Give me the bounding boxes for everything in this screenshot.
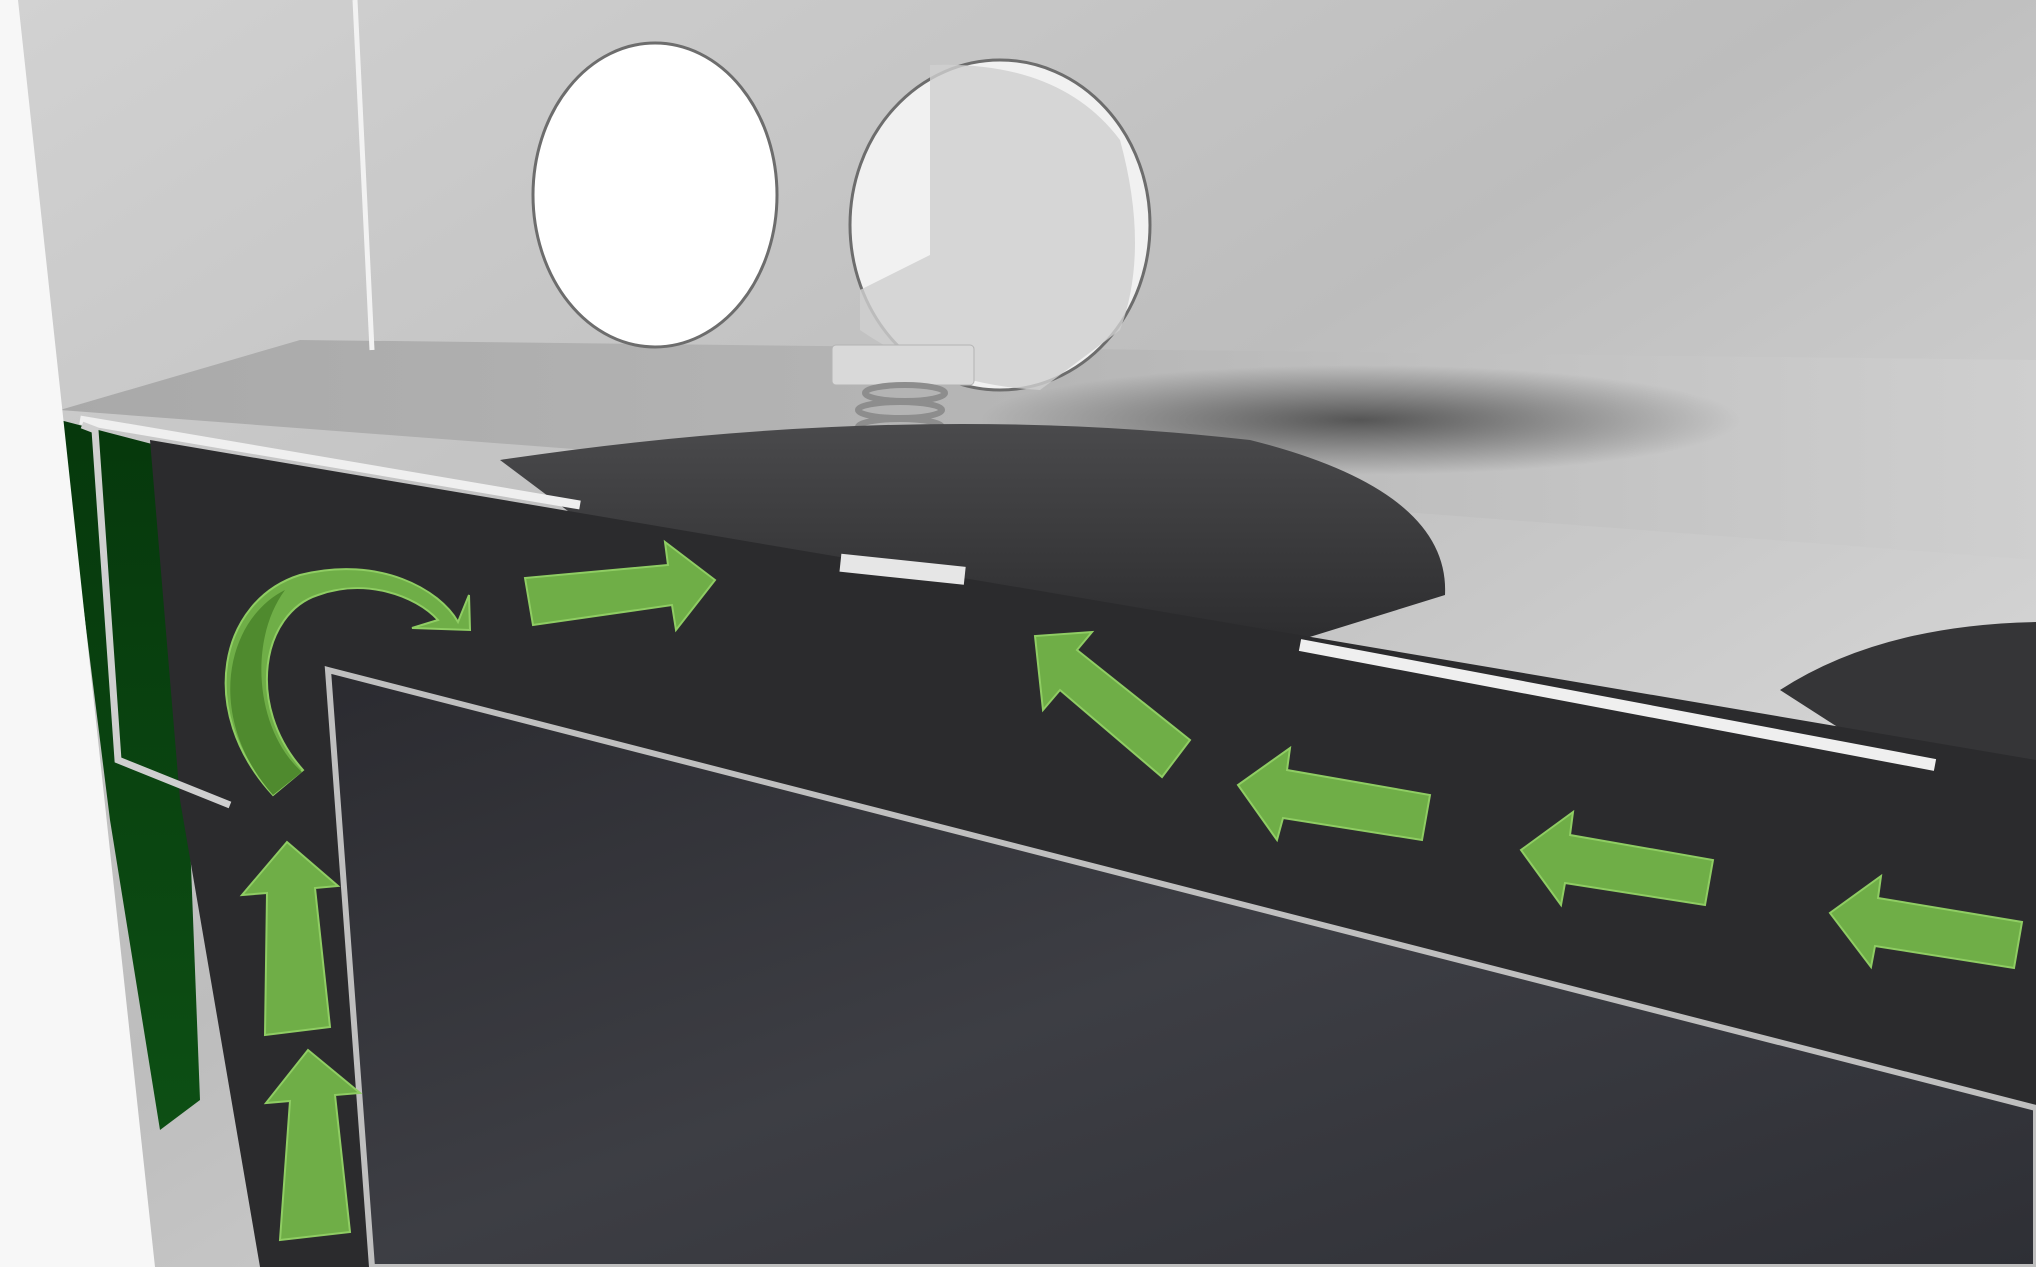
spring-cap: [832, 345, 974, 385]
vent-hole-left: [533, 43, 777, 347]
